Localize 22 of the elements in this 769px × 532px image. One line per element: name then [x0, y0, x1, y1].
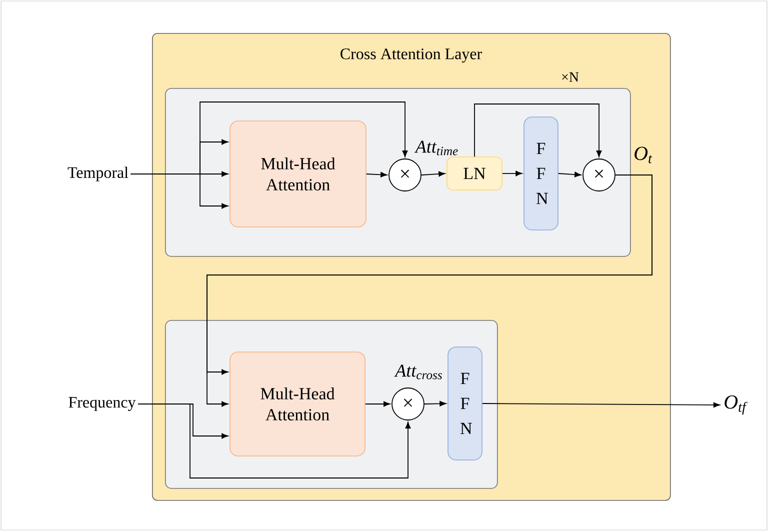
- attention-label: Att$_{time}$: [414, 140, 458, 156]
- attention-block: Mult-Head Attention: [230, 120, 366, 228]
- arrow: [424, 401, 446, 406]
- feed-forward-block: F F N: [524, 116, 558, 230]
- arrow: [558, 172, 582, 178]
- output-label: O$_{tf}$: [724, 395, 748, 415]
- arrow: [364, 401, 390, 407]
- arrow: [138, 404, 411, 478]
- arrow: [502, 170, 522, 176]
- feed-forward-block: F F N: [448, 346, 482, 460]
- arrow: [130, 102, 408, 174]
- input-label: Temporal: [68, 166, 128, 182]
- arrow: [474, 104, 602, 158]
- arrow: [366, 172, 388, 178]
- layer-norm-block: LN: [446, 156, 502, 190]
- repeat-label: ×N: [562, 72, 579, 82]
- input-label: Frequency: [68, 397, 136, 411]
- arrow: [421, 171, 446, 177]
- arrow: [482, 402, 720, 408]
- attention-block: Mult-Head Attention: [230, 352, 366, 456]
- edge-label: O$_{t}$: [634, 146, 652, 164]
- attention-label: Att$_{cross}$: [394, 364, 442, 380]
